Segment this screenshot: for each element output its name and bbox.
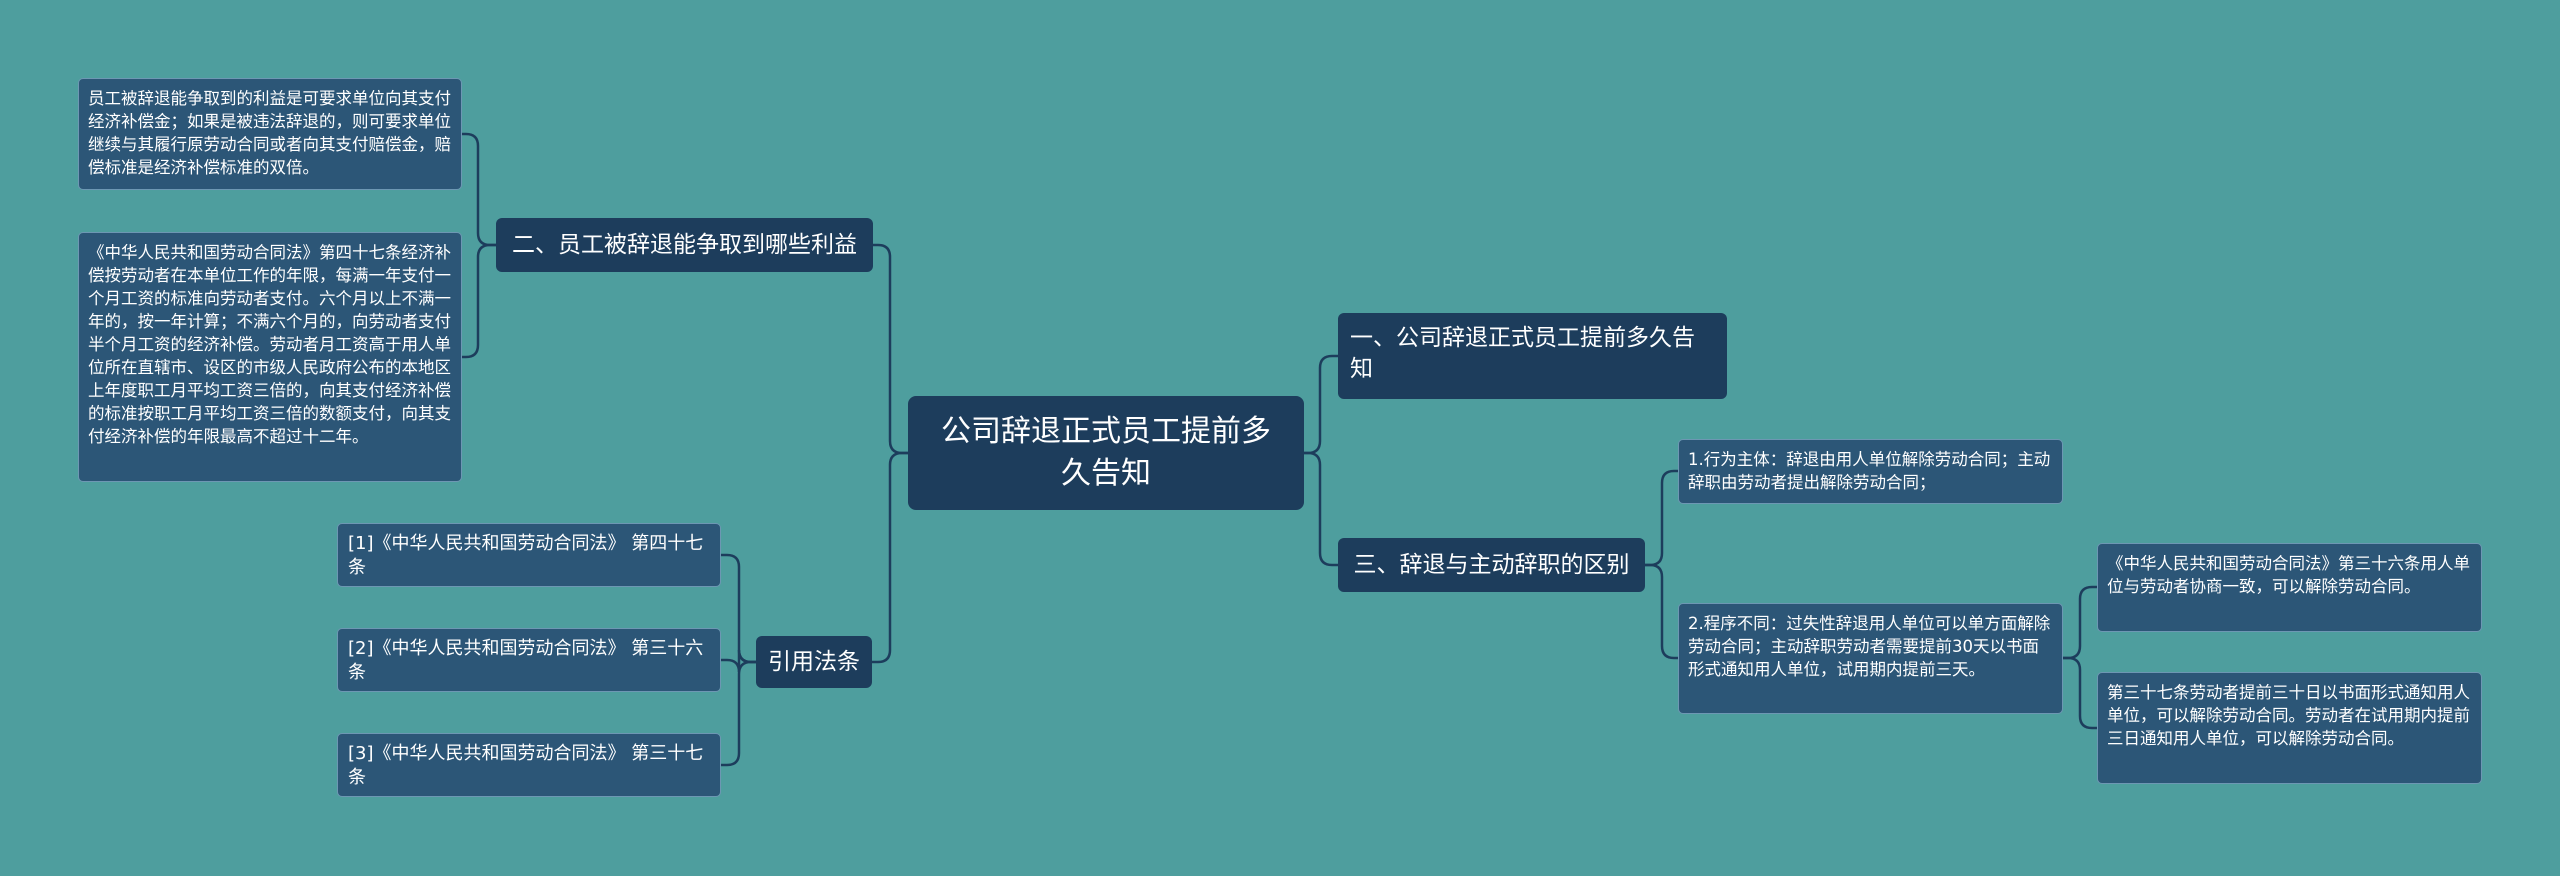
connector-difference-leaf-1 (1645, 469, 1678, 567)
benefits-leaf-article47[interactable]: 《中华人民共和国劳动合同法》第四十七条经济补偿按劳动者在本单位工作的年限，每满一… (78, 232, 462, 482)
reference-item-1[interactable]: [1]《中华人民共和国劳动合同法》 第四十七条 (337, 523, 721, 587)
connector-references-item-3 (721, 660, 756, 767)
branch-benefits[interactable]: 二、员工被辞退能争取到哪些利益 (496, 218, 873, 272)
benefits-leaf-summary[interactable]: 员工被辞退能争取到的利益是可要求单位向其支付经济补偿金；如果是被违法辞退的，则可… (78, 78, 462, 190)
procedure-leaf-article36[interactable]: 《中华人民共和国劳动合同法》第三十六条用人单位与劳动者协商一致，可以解除劳动合同… (2097, 543, 2482, 632)
root-topic[interactable]: 公司辞退正式员工提前多久告知 (908, 396, 1304, 510)
reference-item-3[interactable]: [3]《中华人民共和国劳动合同法》 第三十七条 (337, 733, 721, 797)
connector-benefits-leaf-2 (462, 243, 496, 359)
difference-leaf-procedure[interactable]: 2.程序不同：过失性辞退用人单位可以单方面解除劳动合同；主动辞职劳动者需要提前3… (1678, 603, 2063, 714)
connector-procedure-article37 (2063, 656, 2097, 730)
connector-benefits-leaf-1 (462, 132, 496, 247)
connector-root-difference (1304, 451, 1338, 567)
connector-procedure-article36 (2063, 585, 2097, 660)
connector-root-benefits (873, 243, 908, 455)
procedure-leaf-article37[interactable]: 第三十七条劳动者提前三十日以书面形式通知用人单位，可以解除劳动合同。劳动者在试用… (2097, 672, 2482, 784)
connector-root-references (872, 451, 908, 664)
connector-root-notice (1304, 354, 1338, 455)
difference-leaf-subject[interactable]: 1.行为主体：辞退由用人单位解除劳动合同；主动辞职由劳动者提出解除劳动合同； (1678, 439, 2063, 504)
reference-item-2[interactable]: [2]《中华人民共和国劳动合同法》 第三十六条 (337, 628, 721, 692)
connector-difference-leaf-2 (1645, 563, 1678, 660)
branch-dismissal-vs-resignation[interactable]: 三、辞退与主动辞职的区别 (1338, 538, 1645, 592)
branch-notice-period[interactable]: 一、公司辞退正式员工提前多久告知 (1338, 313, 1727, 399)
connector-references-item-1 (721, 553, 756, 664)
branch-references[interactable]: 引用法条 (756, 636, 872, 688)
connector-references-item-2 (721, 649, 756, 673)
